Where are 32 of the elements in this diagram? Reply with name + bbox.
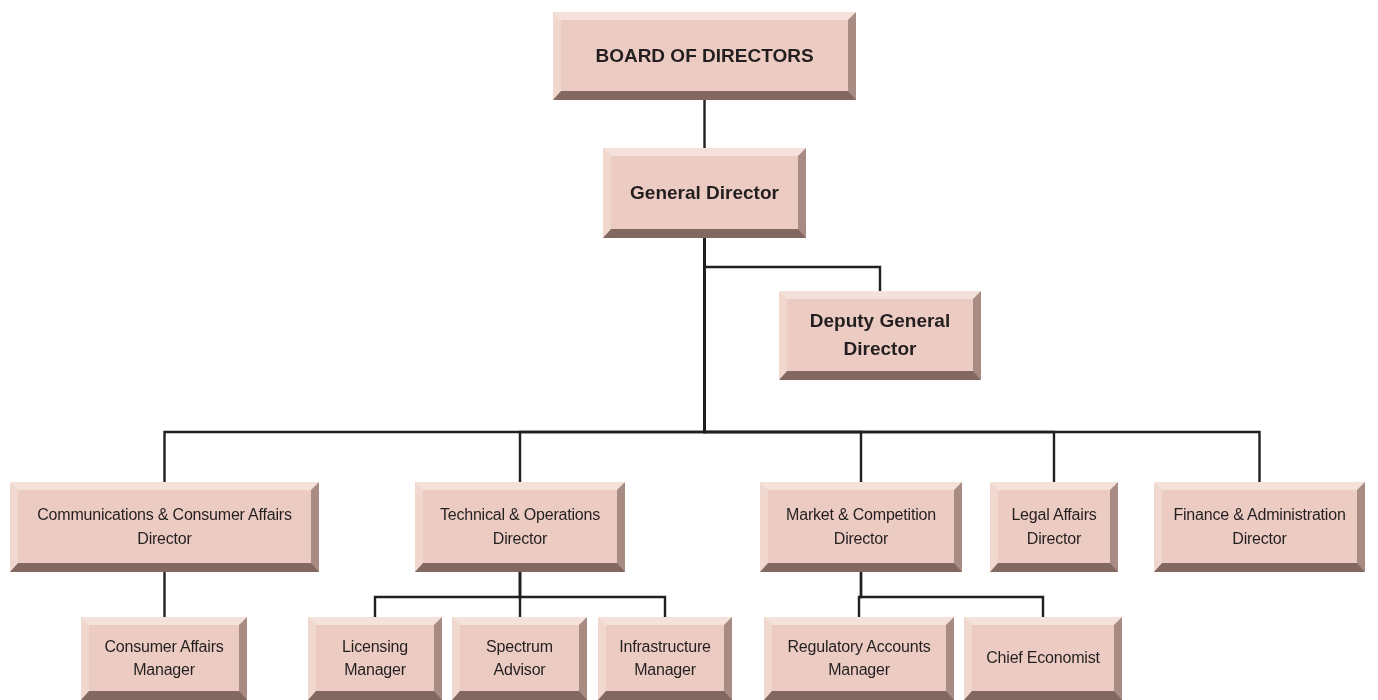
position-box [760, 482, 962, 572]
position-title: Market & Competition Director [785, 505, 937, 549]
position-box [1154, 482, 1365, 572]
position-box [81, 617, 247, 700]
position-title: Infrastructure Manager [618, 636, 712, 680]
position-title: Finance & Administration Director [1172, 505, 1347, 549]
position-box [603, 148, 806, 238]
position-title: Chief Economist [986, 648, 1100, 669]
position-title: Consumer Affairs Manager [103, 636, 225, 680]
position-box [764, 617, 954, 700]
position-box [415, 482, 625, 572]
position-box [308, 617, 442, 700]
connector-line [163, 572, 166, 617]
position-title: Deputy General Director [808, 309, 952, 361]
position-title: Regulatory Accounts Manager [786, 636, 932, 680]
position-title: General Director [630, 180, 779, 205]
position-title: Technical & Operations Director [438, 505, 602, 549]
position-box [779, 291, 981, 380]
position-title: BOARD OF DIRECTORS [595, 43, 814, 68]
position-box [964, 617, 1122, 700]
connector-line [859, 572, 1045, 617]
connector-line [703, 100, 706, 148]
position-box [10, 482, 319, 572]
position-title: Legal Affairs Director [1010, 505, 1098, 549]
connector-line [518, 572, 667, 617]
position-box [553, 12, 856, 100]
position-title: Spectrum Advisor [485, 636, 554, 680]
position-box [598, 617, 732, 700]
position-title: Licensing Manager [341, 636, 409, 680]
position-box [452, 617, 587, 700]
position-box [990, 482, 1118, 572]
position-title: Communications & Consumer Affairs Director [36, 505, 293, 549]
